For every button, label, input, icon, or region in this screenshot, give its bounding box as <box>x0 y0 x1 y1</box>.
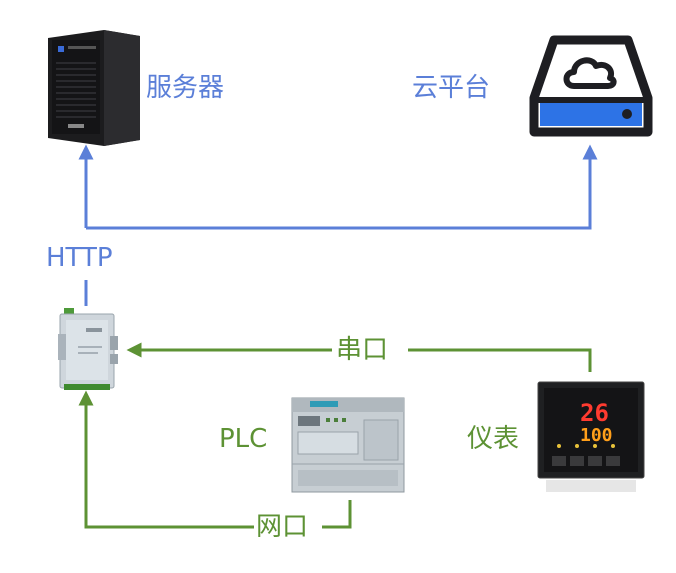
meter-display-top: 26 <box>580 399 609 427</box>
http-line-to-cloud <box>86 144 598 230</box>
ethernet-label: 网口 <box>256 512 309 542</box>
server-icon <box>44 26 144 148</box>
ethernet-line <box>322 500 352 529</box>
gateway-device-icon <box>56 306 122 392</box>
cloud-platform-icon <box>528 32 654 140</box>
serial-label: 串口 <box>336 335 389 365</box>
meter-label: 仪表 <box>467 424 520 454</box>
cloud-platform-label: 云平台 <box>412 73 491 103</box>
plc-label: PLC <box>219 424 268 454</box>
plc-device-icon <box>288 392 410 496</box>
server-label: 服务器 <box>146 73 225 103</box>
meter-device-icon: 26 100 <box>530 376 652 500</box>
serial-line <box>408 348 592 372</box>
http-label: HTTP <box>46 243 113 273</box>
meter-display-bottom: 100 <box>580 425 613 446</box>
ethernet-line-arrow <box>78 390 254 529</box>
